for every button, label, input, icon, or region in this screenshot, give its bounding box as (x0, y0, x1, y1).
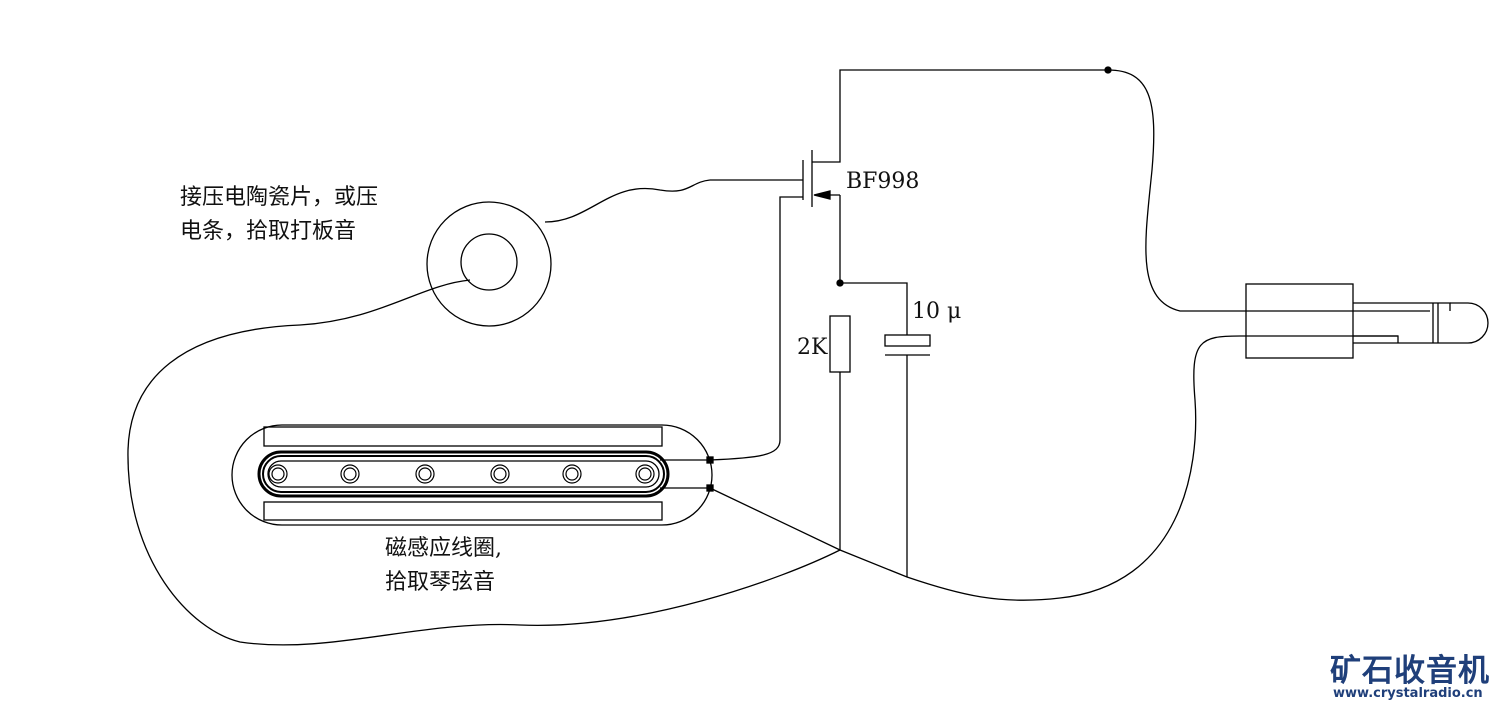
wire-output (1107, 69, 1430, 312)
coil-label-line2: 拾取琴弦音 (385, 570, 496, 595)
capacitor-label: 10 μ (912, 299, 962, 324)
transistor-bf998 (710, 69, 1108, 440)
piezo-label-line1: 接压电陶瓷片，或压 (180, 185, 379, 210)
watermark-logo: 矿石收音机 (1330, 653, 1490, 689)
resistor-2k (829, 315, 851, 550)
capacitor-10u (840, 282, 931, 577)
piezo-label-line2: 电条，拾取打板音 (180, 219, 357, 244)
wire-return-loop (127, 279, 841, 646)
watermark-url: www.crystalradio.cn (1333, 686, 1483, 701)
transistor-label: BF998 (846, 169, 920, 194)
piezo-disc (426, 201, 552, 327)
resistor-label: 2K (797, 335, 828, 360)
wire-ground (709, 335, 1398, 601)
wire-gate (544, 179, 711, 223)
wire-coil-top (709, 439, 781, 461)
audio-jack-plug (1245, 283, 1489, 359)
coil-label-line1: 磁感应线圈, (385, 536, 502, 561)
magnetic-pickup-coil (231, 424, 713, 526)
